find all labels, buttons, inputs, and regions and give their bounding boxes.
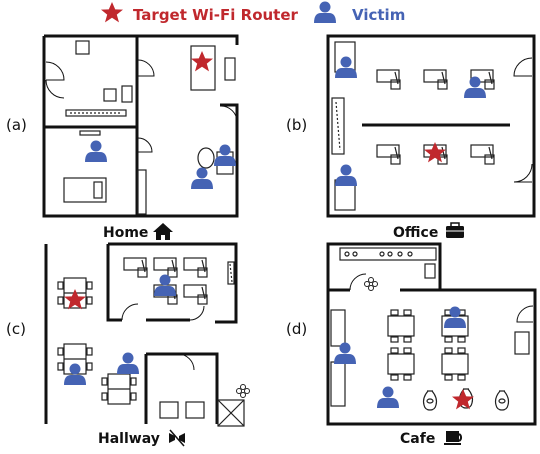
flower-icon <box>236 384 250 398</box>
home-victim-3-icon <box>191 167 213 189</box>
panel-d-letter: (d) <box>286 320 307 338</box>
office-victim-2-icon <box>464 76 486 98</box>
panel-c-caption: Hallway <box>98 431 160 447</box>
hallway-router-star-icon <box>64 289 86 310</box>
home-walls <box>42 34 239 218</box>
legend-router-label: Target Wi-Fi Router <box>133 6 299 24</box>
panel-b-letter: (b) <box>286 116 307 134</box>
panel-home: (a) <box>6 34 239 241</box>
hallway-desk <box>183 257 208 278</box>
home-router-star-icon <box>191 51 213 72</box>
cafe-doors <box>349 273 534 323</box>
cafe-table <box>387 347 415 381</box>
cafe-walls <box>326 242 537 426</box>
no-signal-icon <box>169 429 185 447</box>
legend: Target Wi-Fi Router Victim <box>101 1 405 24</box>
cafe-table <box>441 347 469 381</box>
office-doors <box>513 57 533 183</box>
cafe-furniture <box>330 247 530 407</box>
hallway-table <box>101 373 137 405</box>
panel-cafe: (d) <box>286 242 537 447</box>
office-desk <box>376 144 401 165</box>
panel-b-caption: Office <box>393 225 438 241</box>
router-star-icon <box>101 2 123 23</box>
home-furniture <box>63 40 236 215</box>
hallway-walls <box>44 242 238 424</box>
cafe-victim-3-icon <box>377 386 399 408</box>
hallway-victim-2-icon <box>117 352 139 374</box>
panel-a-letter: (a) <box>6 116 27 134</box>
office-desk <box>376 69 401 90</box>
office-victim-3-icon <box>335 164 357 186</box>
victim-person-icon <box>314 1 336 23</box>
panel-office: (b) Office <box>286 34 536 241</box>
cafe-vase <box>494 390 510 411</box>
office-desk <box>470 144 495 165</box>
legend-victim-label: Victim <box>352 6 405 24</box>
hallway-desk <box>153 257 178 278</box>
cafe-vase <box>422 390 438 411</box>
hallway-furniture <box>159 261 245 427</box>
home-doors <box>45 59 238 153</box>
office-walls <box>326 34 536 218</box>
office-desk <box>423 69 448 90</box>
briefcase-icon <box>446 222 464 238</box>
hallway-doors <box>121 303 205 371</box>
panel-d-caption: Cafe <box>400 431 435 447</box>
office-victim-1-icon <box>335 56 357 78</box>
home-victim-1-icon <box>85 140 107 162</box>
house-icon <box>153 223 173 240</box>
flower-icon <box>364 277 378 291</box>
hallway-desk <box>183 284 208 305</box>
coffee-cup-icon <box>444 431 463 445</box>
cafe-table <box>387 309 415 343</box>
hallway-desk <box>123 257 148 278</box>
panel-c-letter: (c) <box>6 320 26 338</box>
panel-hallway: (c) <box>6 242 250 447</box>
panel-a-caption: Home <box>103 225 148 241</box>
